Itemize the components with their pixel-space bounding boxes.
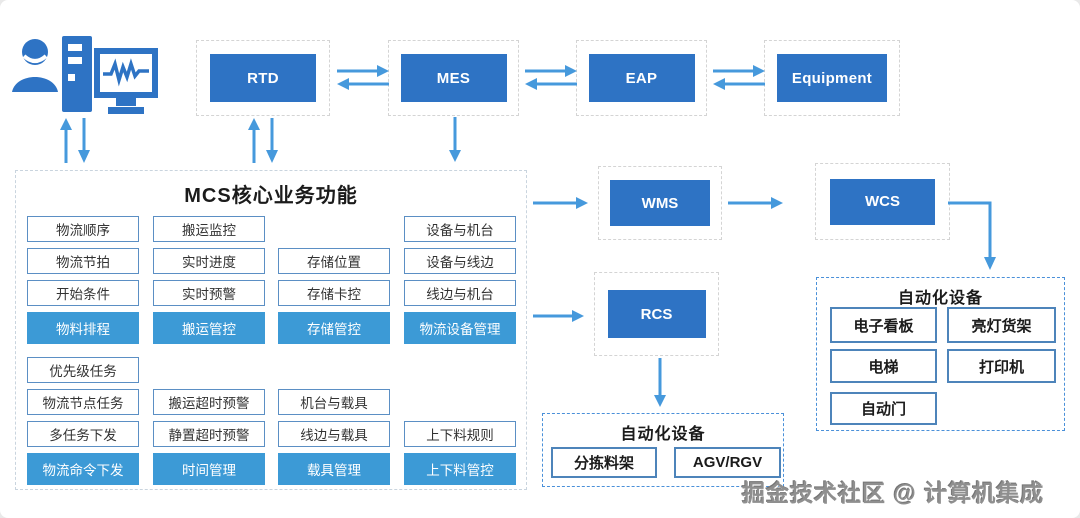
bidirectional-arrow-rtd-mes-icon xyxy=(337,65,389,90)
mcs-function-cell: 上下料规则 xyxy=(404,421,516,447)
mcs-function-cell: 物流顺序 xyxy=(27,216,139,242)
arrow-mcs-rcs-icon xyxy=(533,310,584,322)
equipment-box: Equipment xyxy=(777,54,887,102)
mcs-function-cell-highlight: 载具管理 xyxy=(278,453,390,485)
automation-panel-bottom: 自动化设备 分拣料架 AGV/RGV xyxy=(542,413,784,487)
mcs-function-cell-highlight: 物流设备管理 xyxy=(404,312,516,344)
arrow-mcs-wms-icon xyxy=(533,197,588,209)
mcs-function-cell: 设备与线边 xyxy=(404,248,516,274)
device-box: 电梯 xyxy=(830,349,937,383)
mcs-function-cell: 线边与载具 xyxy=(278,421,390,447)
rtd-box: RTD xyxy=(210,54,316,102)
mcs-function-cell: 实时预警 xyxy=(153,280,265,306)
mcs-function-cell: 搬运监控 xyxy=(153,216,265,242)
device-box: AGV/RGV xyxy=(674,447,781,478)
mes-box: MES xyxy=(400,54,507,102)
down-arrow-mes-mcs-icon xyxy=(449,117,461,162)
mcs-function-cell-highlight: 上下料管控 xyxy=(404,453,516,485)
eap-box: EAP xyxy=(588,54,695,102)
down-arrow-rcs-automation-icon xyxy=(654,358,666,407)
mcs-function-cell: 线边与机台 xyxy=(404,280,516,306)
rcs-box: RCS xyxy=(607,290,706,338)
mcs-function-cell: 实时进度 xyxy=(153,248,265,274)
mcs-function-cell: 存储位置 xyxy=(278,248,390,274)
mcs-function-cell-highlight: 存储管控 xyxy=(278,312,390,344)
mcs-function-cell: 静置超时预警 xyxy=(153,421,265,447)
node-mes: MES xyxy=(388,40,519,116)
device-box: 打印机 xyxy=(947,349,1056,383)
mcs-function-cell: 存储卡控 xyxy=(278,280,390,306)
automation-panel-right: 自动化设备 电子看板 亮灯货架 电梯 打印机 自动门 xyxy=(816,277,1065,431)
mcs-function-cell: 优先级任务 xyxy=(27,357,139,383)
bidirectional-arrow-rtd-mcs-icon xyxy=(248,118,278,163)
watermark-text: 掘金技术社区 @ 计算机集成 xyxy=(742,480,1045,506)
mcs-function-cell: 机台与载具 xyxy=(278,389,390,415)
automation-right-title: 自动化设备 xyxy=(897,290,983,307)
device-box: 分拣料架 xyxy=(551,447,657,478)
mcs-function-cell-highlight: 时间管理 xyxy=(153,453,265,485)
arrow-wms-wcs-icon xyxy=(728,197,783,209)
automation-bottom-title: 自动化设备 xyxy=(620,426,706,443)
elbow-arrow-wcs-automation-icon xyxy=(948,201,996,270)
device-box: 电子看板 xyxy=(830,307,937,343)
bidirectional-arrow-mes-eap-icon xyxy=(525,65,577,90)
node-eap: EAP xyxy=(576,40,707,116)
device-box: 亮灯货架 xyxy=(947,307,1056,343)
bidirectional-arrow-eap-equipment-icon xyxy=(713,65,765,90)
mcs-function-cell-highlight: 物流命令下发 xyxy=(27,453,139,485)
mcs-function-cell-highlight: 搬运管控 xyxy=(153,312,265,344)
mcs-function-cell: 开始条件 xyxy=(27,280,139,306)
mcs-function-cell: 搬运超时预警 xyxy=(153,389,265,415)
node-equipment: Equipment xyxy=(764,40,900,116)
operator-workstation-icon xyxy=(12,36,158,114)
mcs-function-cell: 设备与机台 xyxy=(404,216,516,242)
wms-box: WMS xyxy=(610,180,710,226)
mcs-core-title: MCS核心业务功能 xyxy=(184,185,358,207)
mcs-function-cell: 多任务下发 xyxy=(27,421,139,447)
wcs-box: WCS xyxy=(830,178,935,225)
node-wms: WMS xyxy=(598,166,722,240)
mcs-function-cell-highlight: 物料排程 xyxy=(27,312,139,344)
mcs-core-panel: MCS核心业务功能 物流顺序 搬运监控 设备与机台 物流节拍 实时进度 存储位置… xyxy=(15,170,527,490)
node-wcs: WCS xyxy=(815,163,950,240)
mcs-function-cell: 物流节拍 xyxy=(27,248,139,274)
device-box: 自动门 xyxy=(830,392,937,425)
node-rcs: RCS xyxy=(594,272,719,356)
mcs-function-cell: 物流节点任务 xyxy=(27,389,139,415)
bidirectional-arrow-operator-mcs-icon xyxy=(60,118,90,163)
node-rtd: RTD xyxy=(196,40,330,116)
